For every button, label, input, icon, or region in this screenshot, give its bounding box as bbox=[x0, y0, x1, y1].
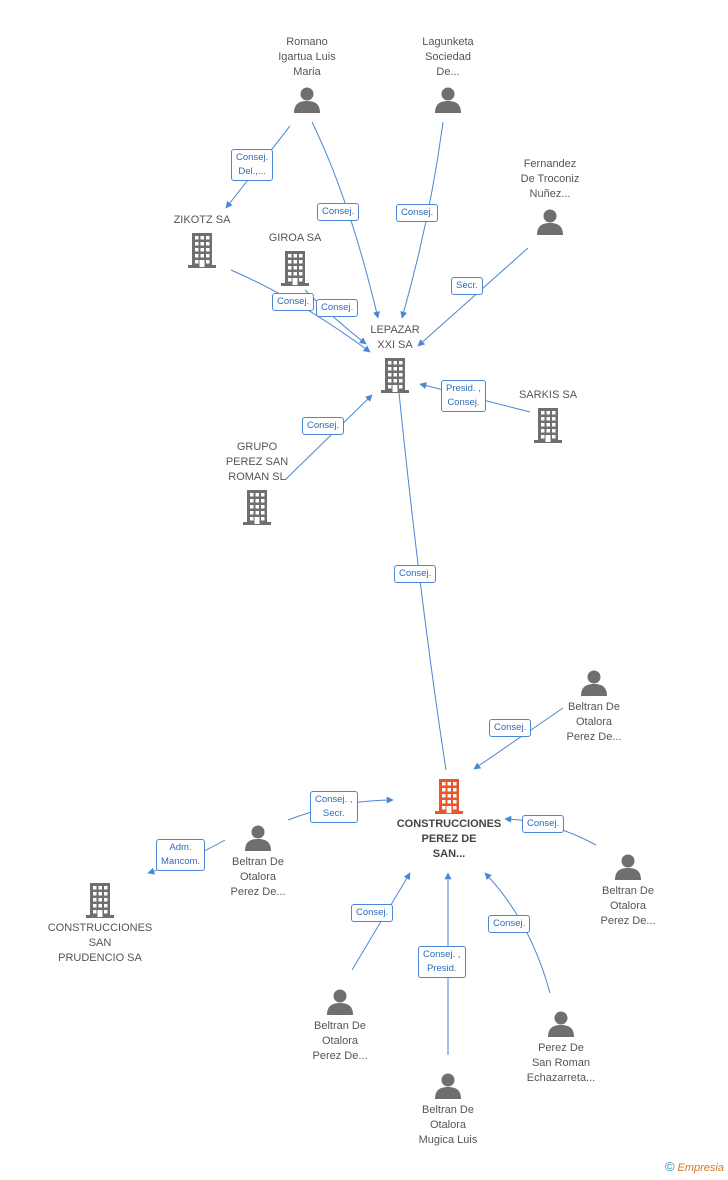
building-icon bbox=[330, 357, 460, 393]
edge-label-beltran-left-san[interactable]: Adm. Mancom. bbox=[156, 839, 206, 871]
node-label: ZIKOTZ SA bbox=[173, 214, 231, 226]
edge-label-sarkis-lepazar[interactable]: Presid. , Consej. bbox=[441, 380, 486, 412]
node-beltran-bl[interactable]: Beltran De Otalora Perez De... bbox=[275, 986, 405, 1064]
person-icon bbox=[496, 1008, 626, 1038]
node-label: CONSTRUCCIONES SAN PRUDENCIO SA bbox=[47, 922, 153, 964]
node-construcciones-perez[interactable]: CONSTRUCCIONES PEREZ DE SAN... bbox=[384, 778, 514, 862]
edge-label-beltran-right-cp[interactable]: Consej. bbox=[522, 815, 565, 833]
edge-label-romano-lepazar[interactable]: Consej. bbox=[317, 203, 360, 221]
edge-label-construcciones-lepazar[interactable]: Consej. bbox=[394, 565, 437, 583]
node-fernandez[interactable]: Fernandez De Troconiz Nuñez... bbox=[485, 157, 615, 236]
person-icon bbox=[275, 986, 405, 1016]
node-label: Lagunketa Sociedad De... bbox=[422, 36, 474, 78]
person-icon bbox=[485, 206, 615, 236]
edge-label-romano-zikotz[interactable]: Consej. Del.,... bbox=[231, 149, 274, 181]
node-giroa[interactable]: GIROA SA bbox=[230, 231, 360, 286]
edge-label-grupo-lepazar[interactable]: Consej. bbox=[302, 417, 345, 435]
person-icon bbox=[529, 667, 659, 697]
node-construcciones-san[interactable]: CONSTRUCCIONES SAN PRUDENCIO SA bbox=[35, 882, 165, 966]
node-label: Beltran De Otalora Mugica Luis bbox=[418, 1104, 478, 1146]
node-romano[interactable]: Romano Igartua Luis Maria bbox=[242, 35, 372, 114]
footer-brand[interactable]: ©Empresia bbox=[665, 1159, 724, 1174]
node-label: Beltran De Otalora Perez De... bbox=[600, 885, 656, 927]
edge-label-giroa-lepazar[interactable]: Consej. bbox=[316, 299, 359, 317]
node-sarkis[interactable]: SARKIS SA bbox=[483, 388, 613, 443]
edge-label-beltran-bl-cp[interactable]: Consej. bbox=[351, 904, 394, 922]
node-label: CONSTRUCCIONES PEREZ DE SAN... bbox=[396, 818, 502, 860]
edge-perez-cp bbox=[484, 872, 551, 994]
edge-fernandez-lepazar bbox=[417, 247, 529, 347]
edge-construcciones-lepazar bbox=[395, 382, 447, 771]
building-icon bbox=[35, 882, 165, 918]
building-icon bbox=[192, 489, 322, 525]
node-label: Romano Igartua Luis Maria bbox=[278, 36, 336, 78]
node-beltran-mugica[interactable]: Beltran De Otalora Mugica Luis bbox=[383, 1070, 513, 1148]
building-icon bbox=[137, 232, 267, 268]
node-label: LEPAZAR XXI SA bbox=[370, 324, 420, 351]
edge-label-perez-cp[interactable]: Consej. bbox=[488, 915, 531, 933]
node-label: Beltran De Otalora Perez De... bbox=[566, 701, 622, 743]
node-beltran-tr[interactable]: Beltran De Otalora Perez De... bbox=[529, 667, 659, 745]
node-label: GRUPO PEREZ SAN ROMAN SL bbox=[225, 441, 289, 483]
node-perez-echazarreta[interactable]: Perez De San Roman Echazarreta... bbox=[496, 1008, 626, 1086]
person-icon bbox=[193, 822, 323, 852]
node-lagunketa[interactable]: Lagunketa Sociedad De... bbox=[383, 35, 513, 114]
building-icon bbox=[384, 778, 514, 814]
edge-label-beltran-left-cp[interactable]: Consej. , Secr. bbox=[310, 791, 358, 823]
edge-label-zikotz-lepazar[interactable]: Consej. bbox=[272, 293, 315, 311]
node-label: GIROA SA bbox=[268, 232, 322, 244]
edge-beltran-tr-cp bbox=[473, 707, 564, 770]
edge-label-beltran-tr-cp[interactable]: Consej. bbox=[489, 719, 532, 737]
node-label: Perez De San Roman Echazarreta... bbox=[526, 1042, 596, 1084]
node-label: Fernandez De Troconiz Nuñez... bbox=[520, 158, 580, 200]
node-label: Beltran De Otalora Perez De... bbox=[312, 1020, 368, 1062]
edge-label-lagunketa-lepazar[interactable]: Consej. bbox=[396, 204, 439, 222]
node-zikotz[interactable]: ZIKOTZ SA bbox=[137, 213, 267, 268]
node-beltran-right[interactable]: Beltran De Otalora Perez De... bbox=[563, 851, 693, 929]
copyright-symbol: © bbox=[664, 1159, 675, 1174]
person-icon bbox=[563, 851, 693, 881]
node-beltran-left[interactable]: Beltran De Otalora Perez De... bbox=[193, 822, 323, 900]
edge-label-mugica-cp[interactable]: Consej. , Presid. bbox=[418, 946, 466, 978]
node-lepazar[interactable]: LEPAZAR XXI SA bbox=[330, 323, 460, 393]
person-icon bbox=[383, 84, 513, 114]
brand-name: Empresia bbox=[677, 1162, 724, 1174]
edge-grupo-lepazar bbox=[284, 394, 373, 481]
building-icon bbox=[230, 250, 360, 286]
building-icon bbox=[483, 407, 613, 443]
edge-label-fernandez-lepazar[interactable]: Secr. bbox=[451, 277, 483, 295]
node-grupo[interactable]: GRUPO PEREZ SAN ROMAN SL bbox=[192, 440, 322, 525]
node-label: SARKIS SA bbox=[518, 389, 578, 401]
person-icon bbox=[242, 84, 372, 114]
person-icon bbox=[383, 1070, 513, 1100]
node-label: Beltran De Otalora Perez De... bbox=[230, 856, 286, 898]
